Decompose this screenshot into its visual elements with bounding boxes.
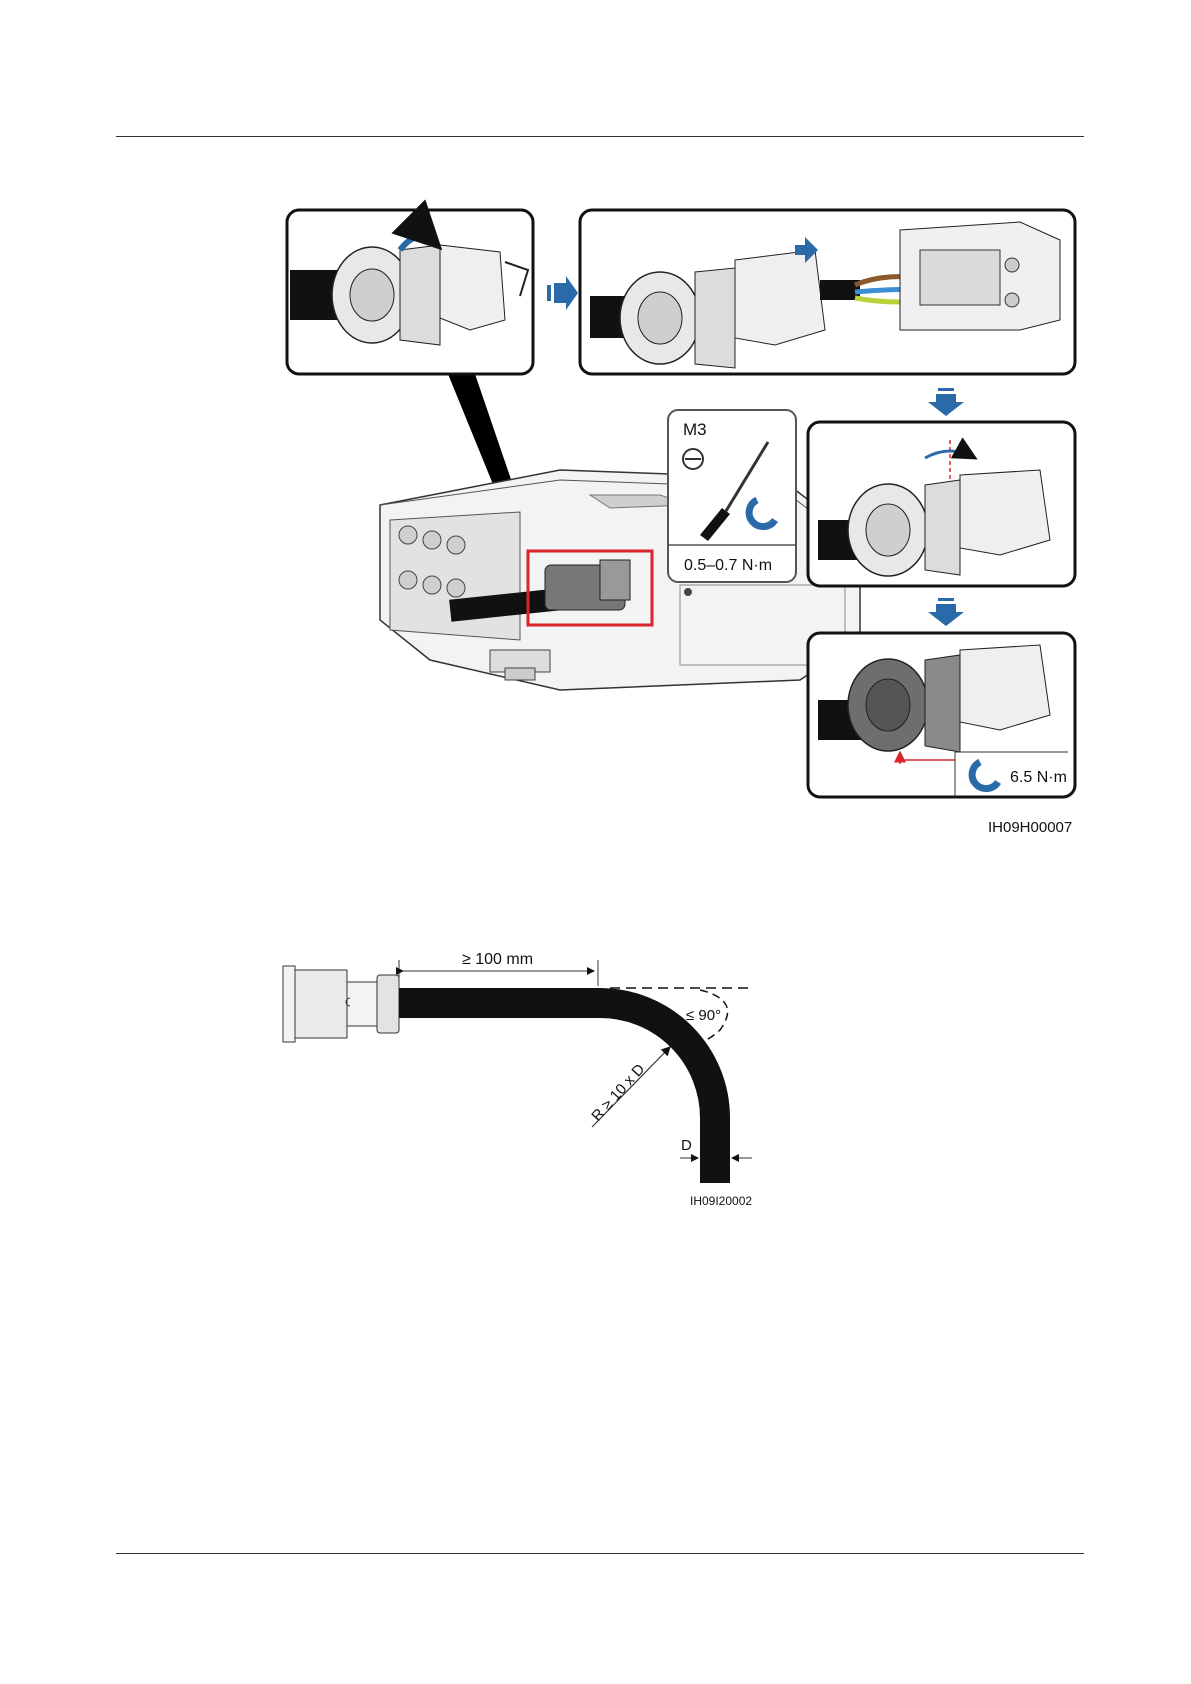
- panel-step-2: [580, 210, 1075, 374]
- bend-angle-label: ≤ 90°: [686, 1007, 721, 1024]
- panel-step-4: 6.5 N·m: [808, 633, 1075, 797]
- screwdriver-size-label: M3: [683, 420, 707, 439]
- figure-2-id: IH09I20002: [690, 1194, 752, 1208]
- bend-radius-label: R ≥ 10 x D: [588, 1061, 648, 1125]
- nut-torque-label: 6.5 N·m: [1010, 769, 1067, 786]
- figure-2-bend-radius: ≥ 100 mm ≤ 90° R ≥ 10 x D D IH09I20002: [283, 951, 752, 1208]
- figure-1-connector-assembly: M3 0.5–0.7 N·m: [287, 210, 1075, 836]
- figure-1-id: IH09H00007: [988, 819, 1072, 836]
- step-arrow-down-1: [928, 388, 964, 416]
- step-arrow-right: [547, 276, 578, 310]
- connector-drawing: [283, 966, 399, 1042]
- cable-drawing: [399, 1003, 715, 1183]
- step-arrow-down-2: [928, 598, 964, 626]
- panel-step-1: [287, 210, 533, 374]
- diameter-label: D: [681, 1137, 692, 1154]
- straight-length-label: ≥ 100 mm: [462, 951, 533, 968]
- screw-torque-label: 0.5–0.7 N·m: [684, 557, 772, 574]
- panel-step-3: [808, 422, 1075, 586]
- tool-panel: M3 0.5–0.7 N·m: [668, 410, 796, 582]
